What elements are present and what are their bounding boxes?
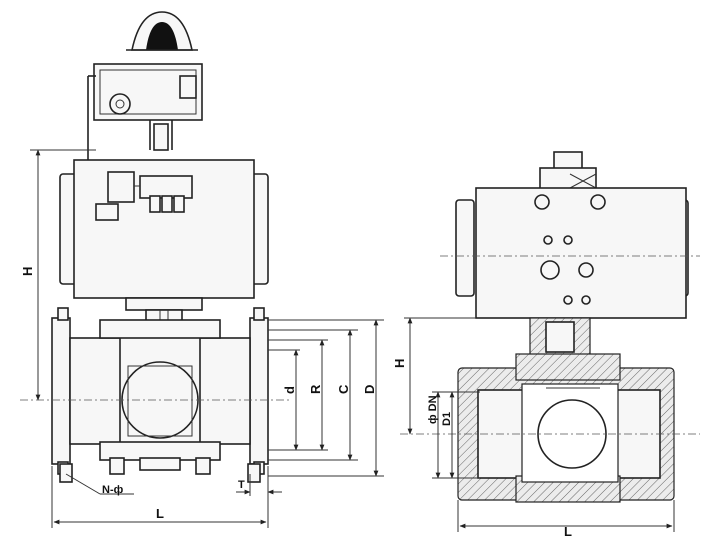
actuator-side bbox=[455, 151, 689, 319]
label-big-d: D bbox=[362, 385, 377, 394]
stem-neck bbox=[529, 317, 591, 357]
left-view: H d R C D N-ф bbox=[20, 11, 384, 528]
dim-h-right: H bbox=[392, 317, 476, 435]
limit-switch-box bbox=[87, 11, 203, 160]
label-r: R bbox=[308, 384, 323, 394]
label-l-left: L bbox=[156, 506, 164, 521]
label-d1: D1 bbox=[441, 412, 453, 426]
valve-body-right bbox=[457, 353, 675, 503]
dim-l-right: L bbox=[457, 500, 675, 539]
dim-dn-d1: ф DN D1 bbox=[427, 391, 480, 479]
dim-n-callout: N-ф bbox=[65, 473, 134, 496]
label-h-left: H bbox=[20, 267, 35, 276]
label-d: d bbox=[282, 386, 297, 394]
label-c: C bbox=[336, 384, 351, 394]
right-view: H ф DN D1 L bbox=[392, 151, 700, 539]
dim-vertical-group: d R C D bbox=[268, 319, 384, 477]
valve-body-left bbox=[51, 307, 269, 483]
label-h-right: H bbox=[392, 359, 407, 368]
label-l-right: L bbox=[564, 524, 572, 539]
pneumatic-actuator bbox=[59, 159, 269, 299]
dim-l-left: L bbox=[51, 466, 269, 528]
label-dn: ф DN bbox=[427, 395, 439, 424]
label-n: N-ф bbox=[102, 484, 124, 496]
dim-h-left: H bbox=[20, 149, 96, 401]
label-t: T bbox=[238, 479, 245, 491]
